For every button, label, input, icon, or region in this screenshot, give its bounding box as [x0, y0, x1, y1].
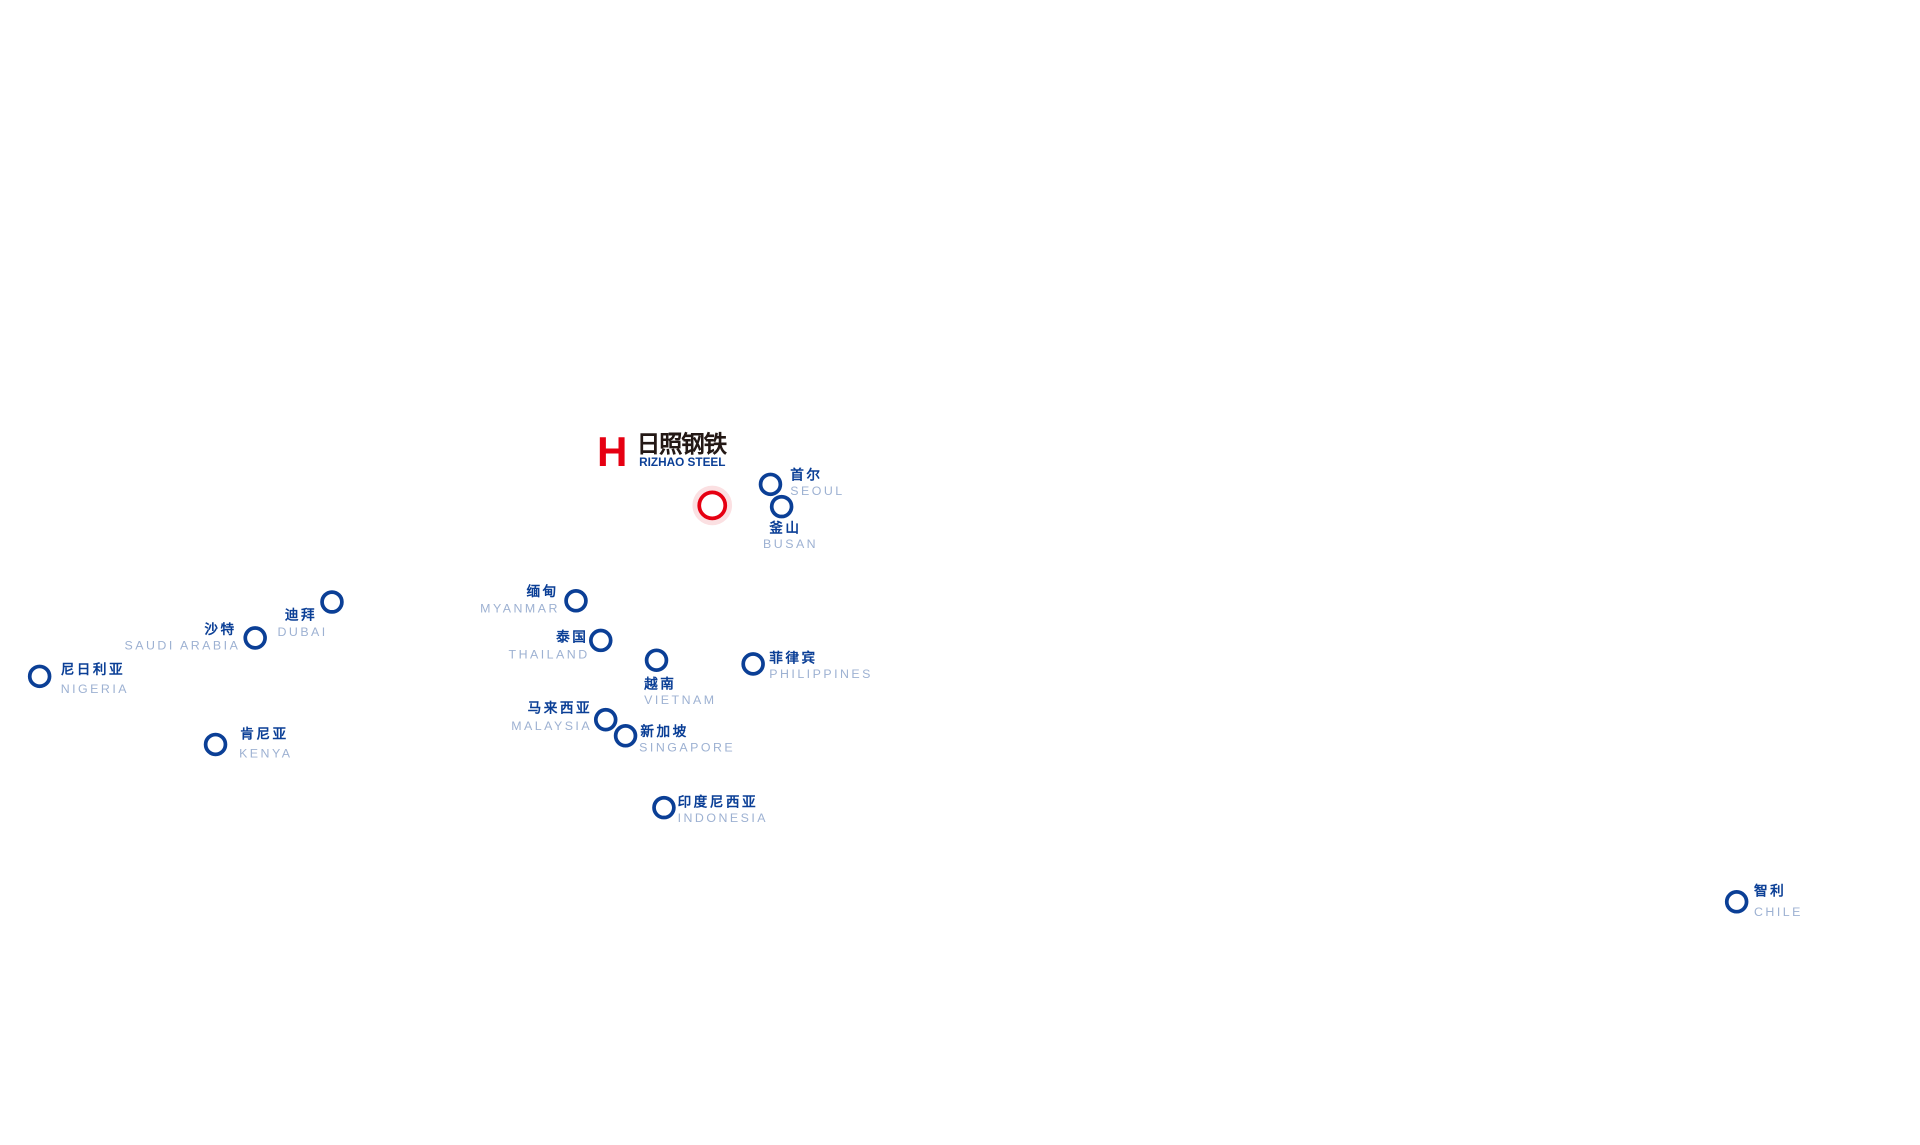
location-label-zh: 智利 [1753, 883, 1787, 900]
location-label-zh: 首尔 [790, 466, 823, 484]
location-label-zh: 迪拜 [284, 606, 318, 624]
location-marker-dubai[interactable] [320, 590, 344, 614]
location-label-zh: 印度尼西亚 [677, 794, 759, 811]
location-label-zh: 缅甸 [526, 583, 559, 600]
logo-name-zh: 日照钢铁 [636, 431, 727, 459]
location-label-zh: 泰国 [556, 629, 589, 646]
location-marker-seoul[interactable] [758, 472, 783, 497]
location-label-en: MALAYSIA [511, 720, 593, 734]
rizhao-steel-logo: H 日照钢铁 RIZHAO STEEL [597, 428, 738, 476]
location-label-zh: 新加坡 [640, 723, 689, 740]
location-label-zh: 肯尼亚 [240, 725, 289, 742]
location-label-en: BUSAN [763, 538, 819, 552]
location-marker-nigeria[interactable] [27, 664, 52, 689]
location-marker-thailand[interactable] [589, 628, 613, 653]
location-marker-busan[interactable] [769, 494, 794, 519]
location-label-en: MYANMAR [480, 602, 560, 617]
location-label-en: NIGERIA [60, 683, 129, 697]
location-marker-indonesia[interactable] [652, 795, 676, 820]
location-marker-kenya[interactable] [203, 732, 228, 757]
location-label-en: CHILE [1753, 906, 1803, 920]
location-marker-saudi-arabia[interactable] [243, 626, 267, 650]
location-label-en: PHILIPPINES [769, 668, 873, 682]
location-marker-malaysia[interactable] [593, 707, 618, 732]
location-label-zh: 马来西亚 [527, 699, 593, 716]
location-label-en: SINGAPORE [639, 741, 736, 755]
headquarters-marker[interactable] [697, 490, 728, 521]
logo-mark: H [597, 428, 628, 476]
location-label-zh: 越南 [644, 676, 677, 693]
logo-name-en: RIZHAO STEEL [639, 455, 726, 470]
location-label-en: SAUDI ARABIA [124, 639, 241, 654]
location-label-zh: 釜山 [769, 520, 802, 537]
location-label-en: VIETNAM [644, 694, 717, 708]
location-label-zh: 沙特 [204, 621, 237, 638]
location-label-zh: 尼日利亚 [60, 661, 126, 678]
location-marker-vietnam[interactable] [644, 648, 669, 672]
location-label-zh: 菲律宾 [769, 650, 818, 667]
location-label-en: THAILAND [508, 648, 590, 663]
location-marker-chile[interactable] [1724, 890, 1749, 914]
location-label-en: INDONESIA [677, 811, 769, 826]
location-label-en: SEOUL [790, 484, 845, 499]
location-marker-singapore[interactable] [613, 724, 638, 748]
location-label-en: KENYA [239, 747, 293, 762]
location-marker-philippines[interactable] [741, 652, 765, 676]
location-marker-myanmar[interactable] [564, 589, 588, 613]
location-label-en: DUBAI [277, 626, 328, 640]
